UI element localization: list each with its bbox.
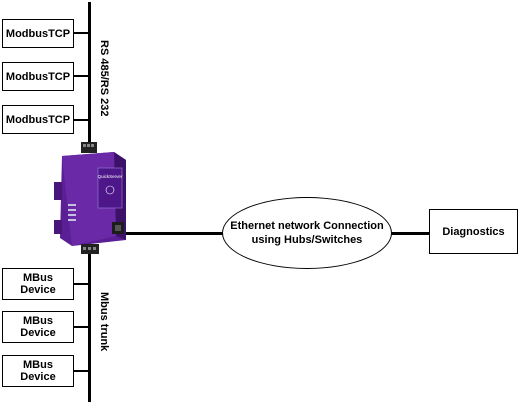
ethernet-link-line	[118, 232, 224, 235]
mbus-device-box: MBus Device	[2, 355, 74, 387]
ethernet-link-line	[390, 232, 430, 235]
connector-line	[74, 370, 90, 372]
gateway-top-connector	[81, 142, 97, 153]
mbus-device-box: MBus Device	[2, 311, 74, 343]
svg-text:QuickServer: QuickServer	[98, 174, 123, 179]
modbus-tcp-box: ModbusTCP	[2, 105, 74, 134]
quickserver-gateway: QuickServer	[54, 142, 126, 254]
modbus-tcp-label: ModbusTCP	[5, 70, 71, 83]
diagnostics-label: Diagnostics	[442, 225, 505, 238]
mbus-device-line1: MBus	[23, 359, 53, 371]
mbus-device-line2: Device	[20, 327, 56, 339]
modbus-tcp-box: ModbusTCP	[2, 19, 74, 48]
rs485-bus-label: RS 485/RS 232	[98, 40, 110, 117]
modbus-tcp-box: ModbusTCP	[2, 62, 74, 91]
mbus-device-box: MBus Device	[2, 268, 74, 300]
ethernet-network-ellipse: Ethernet network Connection using Hubs/S…	[222, 197, 392, 269]
modbus-tcp-label: ModbusTCP	[5, 113, 71, 126]
connector-line	[74, 283, 90, 285]
rs485-bus-line	[88, 2, 91, 152]
diagnostics-box: Diagnostics	[429, 209, 518, 254]
ethernet-network-line1: Ethernet network Connection	[230, 220, 384, 232]
ethernet-network-line2: using Hubs/Switches	[251, 234, 363, 246]
mbus-device-line1: MBus	[23, 272, 53, 284]
connector-line	[74, 32, 90, 34]
mbus-device-line2: Device	[20, 371, 56, 383]
modbus-tcp-label: ModbusTCP	[5, 27, 71, 40]
connector-line	[74, 75, 90, 77]
mbus-device-line1: MBus	[23, 315, 53, 327]
connector-line	[74, 119, 90, 121]
mbus-device-line2: Device	[20, 284, 56, 296]
gateway-logo-panel	[97, 167, 123, 209]
mbus-trunk-label: Mbus trunk	[98, 292, 110, 352]
connector-line	[74, 326, 90, 328]
